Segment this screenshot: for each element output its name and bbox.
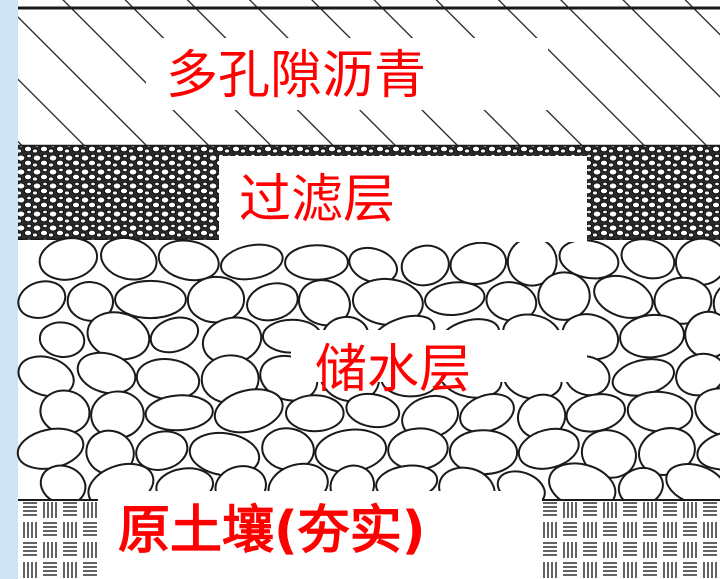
cobble-stone (696, 429, 720, 471)
cobble-stone (17, 280, 67, 319)
cobble-stone (449, 241, 508, 285)
cobble-stone (38, 321, 86, 358)
edge-tint-left (0, 0, 18, 579)
cobble-stone (76, 351, 137, 395)
cobble-stone (400, 244, 450, 287)
cobble-stone (157, 239, 220, 282)
cobble-stone (38, 237, 99, 281)
label-storage-layer: 储水层 (291, 330, 587, 396)
cobble-stone (345, 392, 401, 429)
cobble-stone (219, 243, 284, 281)
cobble-stone (619, 313, 685, 359)
cobble-stone (17, 355, 75, 398)
label-native-soil: 原土壤(夯实) (98, 491, 542, 579)
cobble-stone (537, 271, 591, 321)
cobble-stone (144, 394, 214, 432)
cobble-stone (348, 246, 398, 284)
cobble-stone (558, 239, 620, 280)
cobble-stone (100, 236, 158, 281)
cobble-stone (712, 279, 720, 327)
cobble-stone (517, 427, 580, 470)
cobble-stone (298, 279, 351, 327)
cobble-stone (284, 244, 349, 281)
cobble-stone (213, 388, 284, 434)
cobble-stone (593, 274, 654, 319)
label-filter-layer: 过滤层 (219, 156, 587, 242)
cobble-stone (674, 237, 720, 286)
cobble-stone (653, 276, 713, 325)
cobble-stone (620, 238, 676, 280)
cobble-stone (694, 387, 720, 439)
label-porous-asphalt: 多孔隙沥青 (146, 38, 548, 110)
cobble-stone (285, 394, 345, 433)
cobble-stone (114, 279, 187, 320)
cobble-stone (135, 430, 189, 471)
cobble-stone (66, 281, 115, 322)
cobble-stone (246, 282, 299, 322)
cobble-stone (459, 393, 515, 434)
cobble-stone (149, 316, 200, 354)
cobble-stone (424, 281, 486, 316)
